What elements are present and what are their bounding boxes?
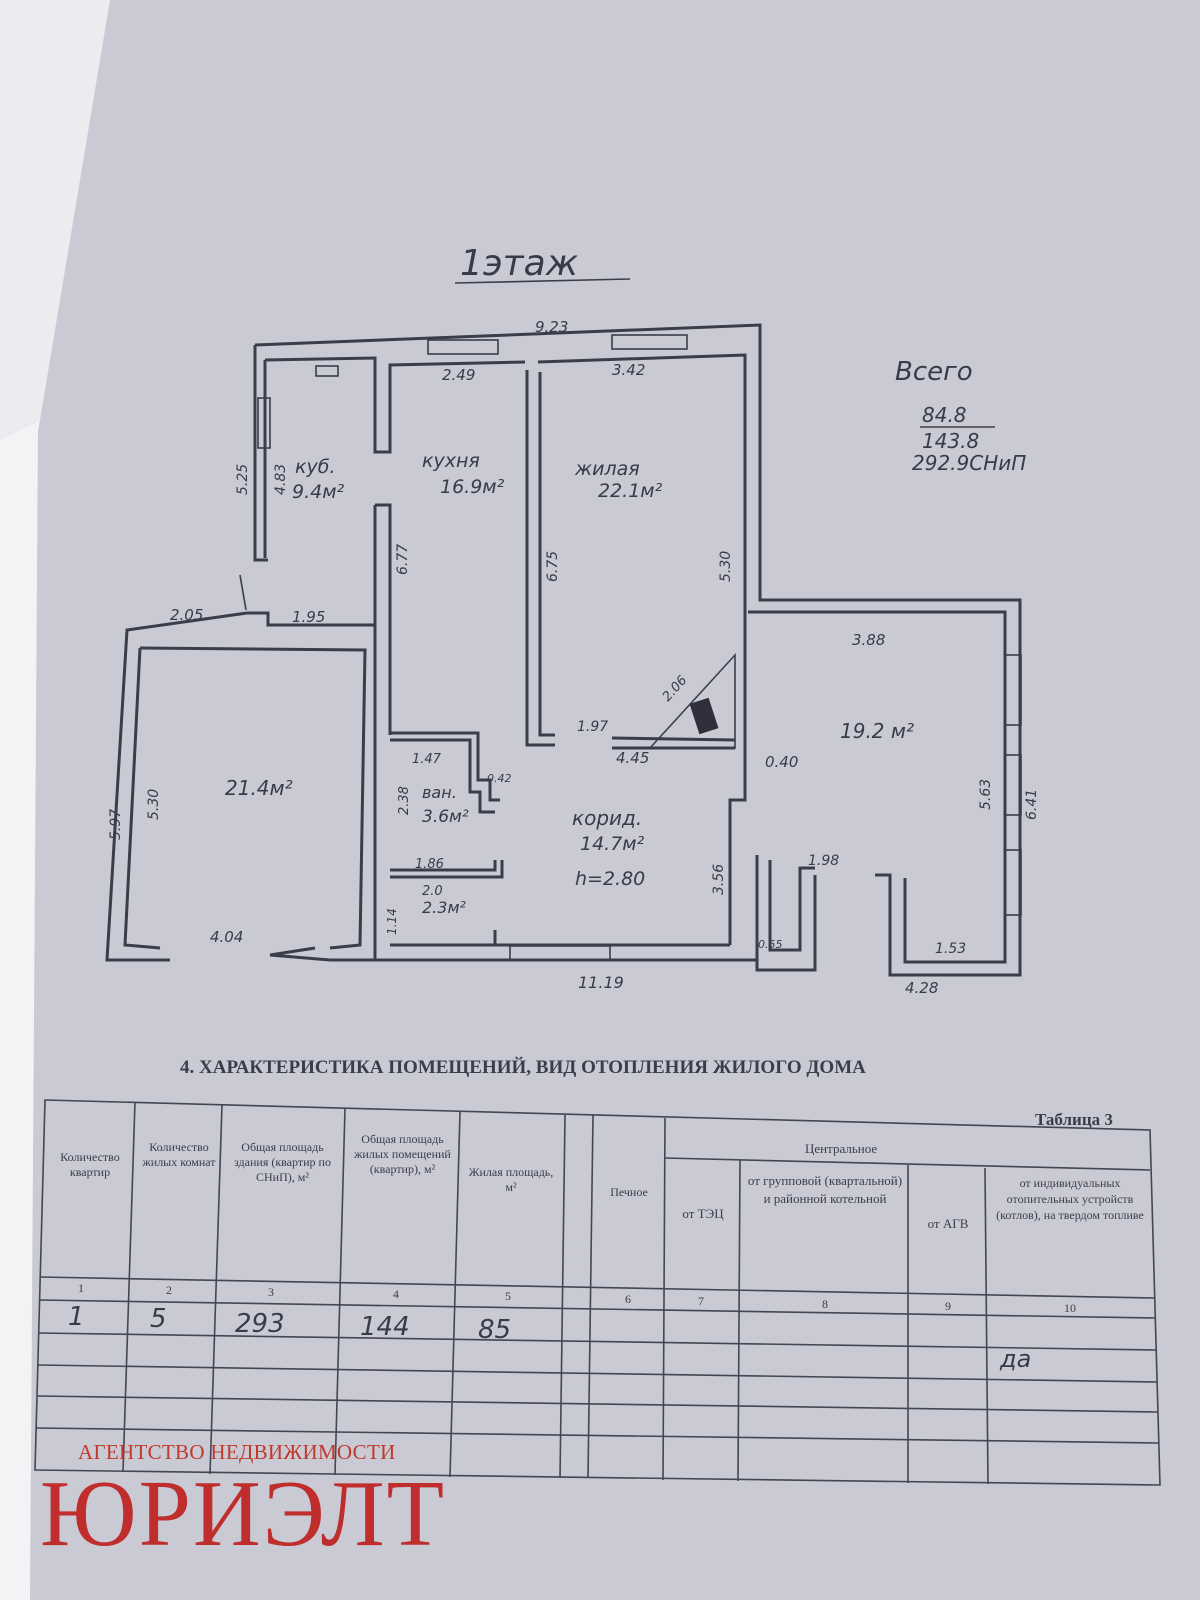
totals-label: Всего <box>895 357 973 387</box>
col-num-8: 8 <box>822 1297 828 1311</box>
dim-29: 1.53 <box>935 941 966 957</box>
value-living-area: 85 <box>478 1315 511 1345</box>
dim-22: 2.38 <box>397 786 412 815</box>
room-height-6: h=2.80 <box>575 868 645 890</box>
col-header-10: от индивидуальных отопительных устройств… <box>996 1176 1144 1222</box>
col-header-7: от ТЭЦ <box>682 1206 724 1221</box>
value-rooms: 5 <box>150 1304 167 1334</box>
col-num-5: 5 <box>505 1289 511 1303</box>
total-value-1: 84.8 <box>922 403 967 427</box>
room-name-0: куб. <box>295 456 335 478</box>
dim-20: 1.47 <box>412 752 442 767</box>
col-header-8: от групповой (квартальной) и районной ко… <box>747 1173 903 1206</box>
dim-28: 0.55 <box>758 938 783 951</box>
col-num-2: 2 <box>166 1283 172 1297</box>
watermark-logo: ЮРИЭЛТ <box>40 1462 447 1566</box>
dim-16: 5.63 <box>978 779 994 810</box>
col-header-4: Общая площадь жилых помещений (квартир),… <box>354 1132 451 1176</box>
col-num-7: 7 <box>698 1294 704 1308</box>
dim-24: 2.0 <box>422 884 443 899</box>
col-header-6: Печное <box>610 1185 648 1199</box>
total-value-2: 143.8 <box>922 429 979 453</box>
table-caption: Таблица 3 <box>1035 1110 1113 1129</box>
floor-plan: 1этаж Всего 84.8 143.8 292.9СНиП <box>105 243 1040 997</box>
dim-0: 9.23 <box>535 318 568 336</box>
room-area-6: 14.7м² <box>580 833 645 855</box>
col-num-6: 6 <box>625 1292 631 1306</box>
dim-4: 4.83 <box>273 464 289 495</box>
col-num-9: 9 <box>945 1299 951 1313</box>
col-header-9: от АГВ <box>927 1216 969 1231</box>
agency-watermark: АГЕНТСТВО НЕДВИЖИМОСТИ ЮРИЭЛТ <box>40 1440 500 1580</box>
dim-8: 2.05 <box>170 606 203 624</box>
value-living-premises: 144 <box>360 1312 410 1342</box>
dim-27: 1.98 <box>808 853 839 869</box>
dim-26: 3.56 <box>711 864 727 895</box>
dim-17: 6.41 <box>1024 789 1040 820</box>
room-name-2: жилая <box>574 458 640 480</box>
dim-6: 6.75 <box>545 551 561 582</box>
dim-12: 1.97 <box>577 719 608 735</box>
value-total-area: 293 <box>235 1309 285 1339</box>
dim-1: 2.49 <box>442 366 475 384</box>
plan-title: 1этаж <box>460 243 579 284</box>
room-area-2: 22.1м² <box>598 480 663 502</box>
room-area-7: 2.3м² <box>422 898 467 917</box>
room-area-3: 21.4м² <box>225 776 293 800</box>
dim-14: 0.40 <box>765 753 798 771</box>
value-apartments: 1 <box>68 1302 85 1332</box>
heating-table: 4. ХАРАКТЕРИСТИКА ПОМЕЩЕНИЙ, ВИД ОТОПЛЕН… <box>34 1056 1161 1486</box>
dim-30: 4.04 <box>210 928 243 946</box>
room-area-1: 16.9м² <box>440 476 505 498</box>
dim-7: 5.30 <box>718 551 734 582</box>
group-header: Центральное <box>805 1141 877 1156</box>
room-area-4: 19.2 м² <box>840 719 914 743</box>
dim-13: 4.45 <box>616 749 649 767</box>
col-header-1: Количество квартир <box>60 1150 120 1179</box>
dim-19: 5.30 <box>146 789 162 820</box>
dim-32: 4.28 <box>905 979 938 997</box>
dim-2: 3.42 <box>612 361 645 379</box>
watermark-subtitle: АГЕНТСТВО НЕДВИЖИМОСТИ <box>78 1440 396 1464</box>
room-name-1: кухня <box>422 450 480 472</box>
room-name-6: корид. <box>572 806 642 830</box>
dim-18: 5.97 <box>108 809 124 840</box>
value-solid-fuel: да <box>999 1345 1031 1373</box>
col-header-3: Общая площадь здания (квартир по СНиП), … <box>234 1140 331 1184</box>
room-area-0: 9.4м² <box>292 481 345 503</box>
dim-21: 0.42 <box>487 772 512 785</box>
dim-23: 1.86 <box>415 857 444 872</box>
total-value-3: 292.9СНиП <box>912 451 1026 475</box>
dim-9: 1.95 <box>292 608 325 626</box>
dim-3: 5.25 <box>235 464 251 495</box>
dim-10: 3.88 <box>852 631 885 649</box>
col-num-4: 4 <box>393 1287 399 1301</box>
col-header-2: Количество жилых комнат <box>142 1140 216 1169</box>
col-header-5: Жилая площадь, м² <box>468 1165 554 1194</box>
col-num-10: 10 <box>1064 1301 1076 1315</box>
dim-25: 1.14 <box>385 908 399 935</box>
col-num-3: 3 <box>268 1285 274 1299</box>
room-name-5: ван. <box>422 783 457 802</box>
dim-5: 6.77 <box>395 544 411 575</box>
col-num-1: 1 <box>78 1281 84 1295</box>
page-edge-left <box>0 0 110 440</box>
table-heading: 4. ХАРАКТЕРИСТИКА ПОМЕЩЕНИЙ, ВИД ОТОПЛЕН… <box>180 1056 866 1078</box>
room-area-5: 3.6м² <box>422 807 469 827</box>
dim-31: 11.19 <box>578 973 624 992</box>
